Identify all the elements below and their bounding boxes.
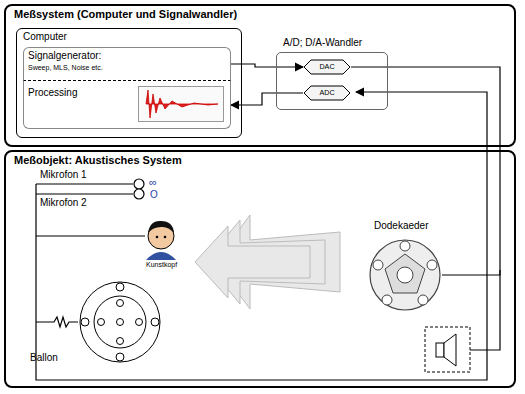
artificial-head xyxy=(146,221,176,260)
microphones xyxy=(134,179,144,199)
balloon-array xyxy=(80,282,160,362)
node-subtext: Sweep, MLS, Noise etc. xyxy=(28,64,103,71)
signal-wire xyxy=(351,67,500,275)
dodecahedron-symbol xyxy=(368,238,442,312)
part-label: Mikrofon 2 xyxy=(40,197,87,208)
polar-pattern: ∞ xyxy=(149,176,157,188)
node-heading: ADC xyxy=(303,88,351,97)
system-frame: Meßobjekt: Akustisches SystemDodekaeder xyxy=(4,150,516,388)
node-heading: Signalgenerator: xyxy=(28,50,101,61)
component-box: A/D; D/A-WandlerDACADC xyxy=(276,52,388,110)
node-heading: Computer xyxy=(23,31,67,42)
node-heading: Meßsystem (Computer und Signalwandler) xyxy=(14,8,237,20)
sound-arrows xyxy=(195,215,340,309)
component-box: Processing xyxy=(23,81,231,129)
wires xyxy=(36,92,500,380)
component-box: Signalgenerator: Sweep, MLS, Noise etc. xyxy=(23,47,231,81)
node-heading: A/D; D/A-Wandler xyxy=(283,37,362,48)
system-frame: Meßsystem (Computer und Signalwandler) Co… xyxy=(4,4,516,147)
part-label: Ballon xyxy=(30,352,58,363)
component-box: ComputerSignalgenerator: Sweep, MLS, Nois… xyxy=(16,28,242,138)
impulse-response xyxy=(138,86,224,122)
node-heading: Meßobjekt: Akustisches System xyxy=(14,154,182,166)
node-heading: Dodekaeder xyxy=(374,220,428,231)
node-heading: Processing xyxy=(28,87,77,98)
converter-node: Dodekaeder xyxy=(368,238,442,312)
polar-pattern: O xyxy=(150,189,158,200)
part-label: Mikrofon 1 xyxy=(40,169,87,180)
converter-node: ADC xyxy=(303,85,351,101)
node-heading: DAC xyxy=(303,62,351,71)
loudspeaker xyxy=(425,327,470,372)
part-label: Kunstkopf xyxy=(146,261,177,268)
converter-node: DAC xyxy=(303,59,351,75)
